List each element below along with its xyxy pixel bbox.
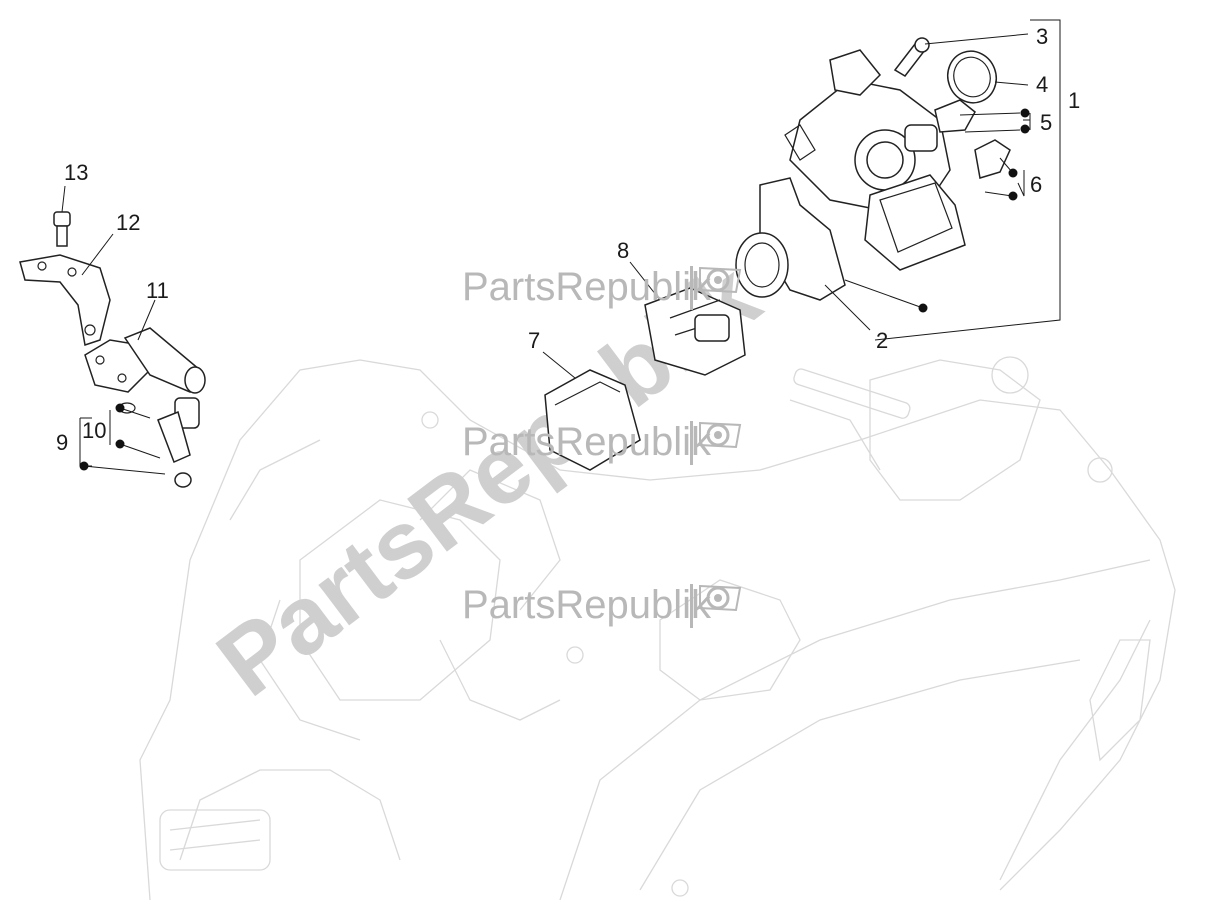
callout-4: 4 <box>1036 72 1048 97</box>
engine-background <box>139 356 1176 901</box>
callout-1: 1 <box>1068 88 1080 113</box>
gasket-6 <box>974 139 1011 179</box>
watermark-text: PartsRepublik <box>462 583 712 627</box>
gasket-5 <box>934 99 976 133</box>
injector-holder-11 <box>84 327 206 394</box>
callout-13: 13 <box>64 160 88 185</box>
callout-7: 7 <box>528 328 540 353</box>
watermark-row-1: PartsRepublik <box>462 265 742 310</box>
callout-6: 6 <box>1030 172 1042 197</box>
o-ring <box>947 50 997 104</box>
intake-manifold <box>735 177 846 301</box>
callout-12: 12 <box>116 210 140 235</box>
callout-5: 5 <box>1040 110 1052 135</box>
throttle-body <box>784 49 966 271</box>
callout-10: 10 <box>82 418 106 443</box>
callout-3: 3 <box>1036 24 1048 49</box>
bolt-13 <box>53 211 71 247</box>
callout-labels: 1 2 3 4 5 6 7 8 9 10 11 12 13 <box>56 24 1080 455</box>
fuel-injector-9 <box>118 397 200 488</box>
screw-3 <box>893 37 930 77</box>
watermark-text: PartsRepublik <box>462 265 712 309</box>
bullet-dots <box>79 108 1030 471</box>
callout-8: 8 <box>617 238 629 263</box>
callout-2: 2 <box>876 328 888 353</box>
flag-icon <box>699 421 742 449</box>
watermark-row-2: PartsRepublik <box>462 420 742 465</box>
flag-icon <box>699 584 742 612</box>
callout-9: 9 <box>56 430 68 455</box>
rubber-sleeve-7 <box>544 369 641 471</box>
o-ring-inner <box>953 56 991 98</box>
callout-11: 11 <box>146 278 169 303</box>
bracket-12 <box>19 254 111 346</box>
watermark-text: PartsRepublik <box>462 420 712 464</box>
watermark-row-3: PartsRepublik <box>462 583 742 628</box>
flag-icon <box>699 266 742 294</box>
intake-coupling-8 <box>644 287 746 376</box>
